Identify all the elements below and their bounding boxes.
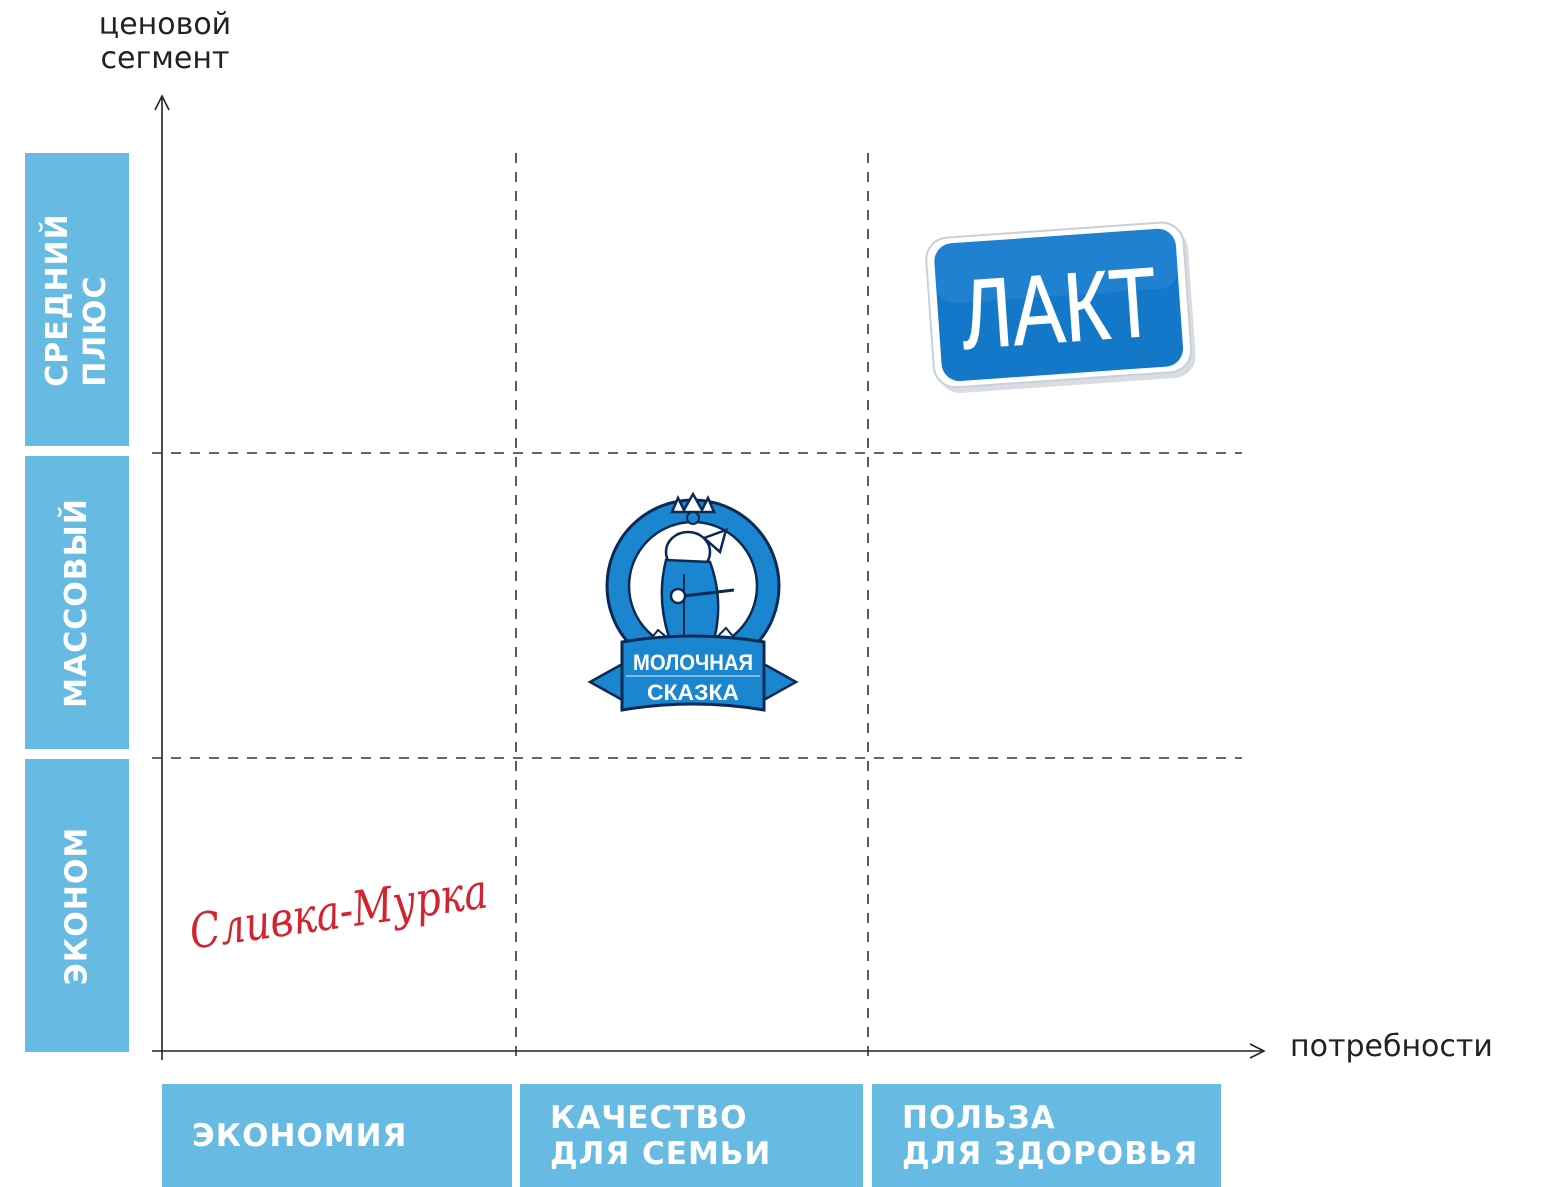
brand-logo-slivka-murka: Сливка-Мурка [186, 863, 491, 960]
brand-logo-lakt: ЛАКТ [925, 221, 1196, 393]
segment-label-economy: ЭКОНОМ [59, 826, 95, 985]
need-label-health-line-2: ДЛЯ ЗДОРОВЬЯ [902, 1135, 1199, 1172]
x-axis-arrow [1249, 1043, 1266, 1059]
brand-logo-molochnaya-skazka: МОЛОЧНАЯ СКАЗКА [587, 491, 799, 712]
y-axis-title: ценовой сегмент [60, 8, 270, 76]
need-label-health-line-1: ПОЛЬЗА [902, 1099, 1056, 1136]
x-axis-title: потребности [1290, 1029, 1493, 1064]
need-label-family: КАЧЕСТВО ДЛЯ СЕМЬИ [550, 1084, 771, 1187]
segment-label-mid-plus-line-2: ПЛЮС [78, 275, 114, 387]
y-axis-title-line-1: ценовой [98, 7, 232, 42]
need-label-family-line-1: КАЧЕСТВО [550, 1099, 748, 1136]
segment-box-economy: ЭКОНОМ [25, 759, 129, 1052]
segment-box-mass: МАССОВЫЙ [25, 456, 129, 749]
segment-box-mid-plus: СРЕДНИЙ ПЛЮС [25, 153, 129, 446]
y-axis-arrow [154, 94, 170, 111]
need-box-health: ПОЛЬЗА ДЛЯ ЗДОРОВЬЯ [872, 1084, 1221, 1187]
brand-logo-slivka-murka-text: Сливка-Мурка [186, 863, 491, 960]
need-label-health: ПОЛЬЗА ДЛЯ ЗДОРОВЬЯ [902, 1084, 1198, 1187]
need-label-family-line-2: ДЛЯ СЕМЬИ [550, 1135, 772, 1172]
need-box-family: КАЧЕСТВО ДЛЯ СЕМЬИ [520, 1084, 863, 1187]
brand-logo-molochnaya-skazka-line-1: МОЛОЧНАЯ [633, 650, 753, 675]
need-box-savings: ЭКОНОМИЯ [162, 1084, 512, 1187]
segment-label-mass: МАССОВЫЙ [59, 497, 95, 708]
y-axis-title-line-2: сегмент [100, 41, 230, 76]
need-label-savings-line-1: ЭКОНОМИЯ [192, 1117, 408, 1154]
brand-logo-lakt-text: ЛАКТ [957, 246, 1160, 369]
need-label-savings: ЭКОНОМИЯ [192, 1084, 407, 1187]
segment-label-mid-plus-line-1: СРЕДНИЙ [40, 212, 76, 387]
brand-logo-molochnaya-skazka-line-2: СКАЗКА [647, 680, 739, 705]
segment-label-mid-plus: СРЕДНИЙ ПЛЮС [39, 213, 115, 387]
